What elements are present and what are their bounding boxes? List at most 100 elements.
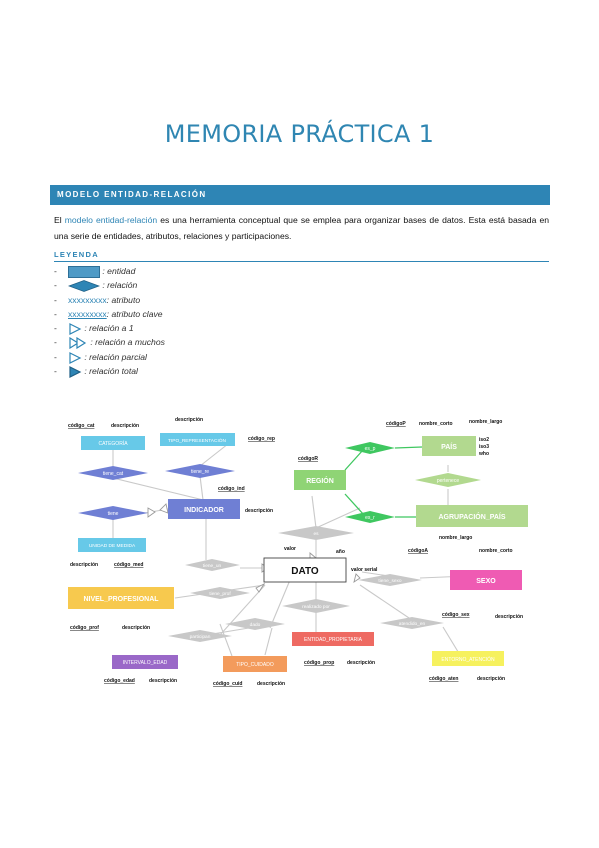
legend-item-relation: - : relación	[54, 280, 138, 292]
entity-swatch-icon	[68, 265, 100, 278]
legend-key-label: : atributo clave	[106, 308, 163, 319]
label-tiene-prof: tiene_prof	[209, 591, 231, 597]
attr-descripcion-prop: descripción	[347, 660, 375, 666]
legend-key-sample: xxxxxxxxx	[68, 308, 107, 319]
relation-diamonds: tiene_cat tiene_re tiene es_p pertenece …	[78, 442, 481, 642]
attr-anio: año	[336, 549, 345, 555]
label-es-p: es_p	[365, 446, 376, 452]
attr-descripcion-cuid: descripción	[257, 681, 285, 687]
entity-nivel	[68, 587, 174, 609]
attr-descripcion-prof: descripción	[122, 625, 150, 631]
label-tiene-un: tiene_un	[203, 563, 222, 569]
intro-text-start: El	[54, 215, 65, 225]
attr-nombre-corto-a: nombre_corto	[479, 548, 513, 554]
entity-nivel-label: NIVEL_PROFESIONAL	[83, 596, 159, 603]
entity-categoria	[81, 436, 145, 450]
entity-unidad-label: UNIDAD DE MEDIDA	[89, 543, 136, 549]
legend-attribute-label: : atributo	[106, 294, 141, 305]
attr-descripcion-sex: descripción	[495, 614, 523, 620]
hollow-arrow-icon	[69, 351, 82, 364]
legend-entity-label: : entidad	[102, 266, 136, 276]
entity-dato	[263, 557, 347, 583]
attr-nombre-corto-p: nombre_corto	[419, 421, 453, 427]
diamond-pertenece	[415, 473, 481, 487]
entity-tipo-rep-label: TIPO_REPRESENTACIÓN	[168, 437, 227, 444]
entity-agrupacion-label: AGRUPACIÓN_PAÍS	[438, 512, 505, 521]
document-title: MEMORIA PRÁCTICA 1	[164, 120, 435, 148]
double-arrow-icon	[69, 337, 87, 350]
intro-highlight: modelo entidad-relación	[64, 215, 158, 225]
entity-intervalo	[112, 655, 178, 669]
entity-indicador-label: INDICADOR	[184, 507, 224, 514]
green-connectors	[344, 446, 423, 518]
single-arrow-icon	[69, 322, 82, 335]
attr-codigo-ind: código_ind	[218, 486, 245, 492]
label-realizado-por: realizado por	[302, 604, 330, 610]
entity-pais-label: PAÍS	[441, 442, 457, 451]
entity-indicador	[168, 499, 240, 519]
relation-diamond-icon	[68, 280, 100, 292]
attributes: código_cat descripción descripción códig…	[68, 417, 523, 687]
entity-categoria-label: CATEGORÍA	[98, 440, 128, 447]
entity-dato-label: DATO	[291, 566, 319, 577]
entity-tipo-rep	[160, 433, 235, 446]
attr-iso3: iso3	[479, 444, 489, 450]
attr-descripcion-edad: descripción	[149, 678, 177, 684]
entity-agrupacion	[416, 505, 528, 527]
label-dado: dado	[250, 622, 261, 628]
legend-item-one: - : relación a 1	[54, 322, 134, 335]
legend-item-key-attribute: -xxxxxxxxx: atributo clave	[54, 308, 163, 319]
entities: CATEGORÍA TIPO_REPRESENTACIÓN INDICADOR …	[68, 433, 528, 672]
attr-descripcion-ind: descripción	[245, 508, 273, 514]
label-tiene-cat: tiene_cat	[103, 471, 124, 477]
entity-entidad-prop-label: ENTIDAD_PROPIETARIA	[304, 637, 363, 643]
legend-attribute-sample: xxxxxxxxx	[68, 294, 107, 305]
er-diagram: tiene_cat tiene_re tiene es_p pertenece …	[68, 417, 528, 687]
legend-item-many: - : relación a muchos	[54, 337, 165, 350]
entity-pais	[422, 436, 476, 456]
attr-codigo-rep: código_rep	[248, 436, 275, 442]
legend-item-partial: - : relación parcial	[54, 351, 147, 364]
entity-unidad	[78, 538, 146, 552]
attr-descripcion-med: descripción	[70, 562, 98, 568]
attr-codigo-cuid: código_cuid	[213, 681, 242, 687]
entity-intervalo-label: INTERVALO_EDAD	[123, 660, 168, 666]
attr-iso2: iso2	[479, 437, 489, 443]
intro-paragraph: El modelo entidad-relación es una herram…	[54, 212, 549, 244]
legend-item-total: - : relación total	[54, 365, 138, 378]
legend-partial-label: : relación parcial	[84, 351, 147, 362]
legend-heading: LEYENDA	[54, 250, 549, 262]
legend-total-label: : relación total	[84, 366, 138, 377]
attr-codigo-prop: código_prop	[304, 660, 334, 666]
legend-list: - : entidad - : relación -xxxxxxxxx: atr…	[54, 264, 354, 378]
label-tiene-sexo: tiene_sexo	[378, 578, 402, 584]
diamond-tiene	[78, 506, 148, 520]
filled-arrow-icon	[69, 365, 82, 378]
entity-tipo-cuidado-label: TIPO_CUIDADO	[236, 662, 274, 668]
label-tiene-re: tiene_re	[191, 469, 209, 475]
entity-entorno	[432, 651, 504, 666]
attr-descripcion-rep: descripción	[175, 417, 203, 423]
attr-codigo-prof: código_prof	[70, 625, 99, 631]
legend-relation-label: : relación	[102, 280, 138, 291]
diamond-es-r	[345, 511, 395, 523]
entity-region	[294, 470, 346, 490]
label-tiene: tiene	[108, 511, 119, 517]
attr-codigo-edad: código_edad	[104, 678, 135, 684]
label-pertenece: pertenece	[437, 478, 459, 484]
attr-codigoR: códigoR	[298, 456, 318, 462]
attr-nombre-largo-p: nombre_largo	[469, 419, 502, 425]
legend-one-label: : relación a 1	[84, 323, 134, 334]
grey-diamond-labels: es tiene_un tiene_prof tiene_sexo realiz…	[190, 532, 426, 640]
label-es: es	[313, 532, 319, 537]
attr-nombre-largo-a: nombre_largo	[439, 535, 472, 541]
attr-codigo-cat: código_cat	[68, 423, 95, 429]
entity-entidad-prop	[292, 632, 374, 646]
attr-valor-serial: valor serial	[351, 567, 378, 573]
attr-codigo-aten: código_aten	[429, 676, 458, 682]
attr-descripcion-aten: descripción	[477, 676, 505, 682]
diamond-tiene-cat	[78, 466, 148, 480]
intro-text-end: es una herramienta conceptual que se emp…	[54, 215, 549, 241]
attr-valor: valor	[284, 546, 296, 552]
grey-diamonds	[168, 526, 444, 642]
